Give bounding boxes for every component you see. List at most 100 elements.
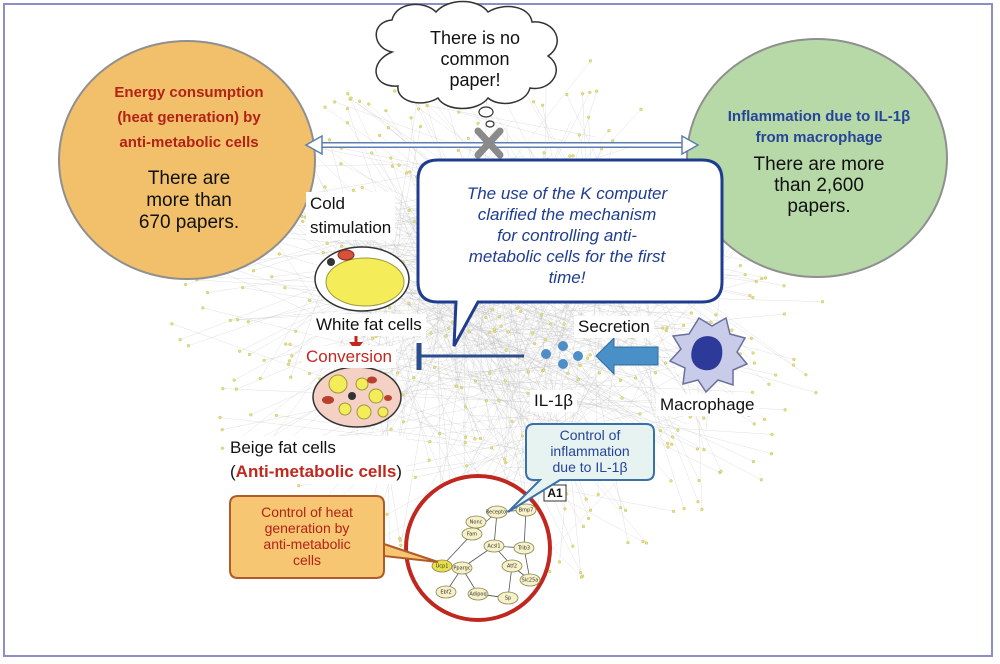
network-node: [682, 507, 686, 511]
network-node: [238, 349, 242, 353]
conversion-label: Conversion: [302, 346, 396, 368]
network-node: [360, 185, 364, 190]
inhibition-line: [416, 343, 524, 370]
network-node: [714, 313, 718, 317]
network-node: [340, 244, 344, 248]
network-node: [587, 115, 591, 119]
network-edge: [492, 475, 674, 512]
cloud-line: paper!: [449, 70, 501, 90]
energy-heading-line: (heat generation) by: [117, 109, 261, 126]
beige-label-line: Beige fat cells: [230, 438, 336, 457]
network-node: [294, 329, 298, 333]
network-node: [297, 484, 301, 488]
network-node: [249, 413, 253, 417]
energy-heading-line: anti-metabolic cells: [119, 134, 259, 151]
network-node: [220, 446, 224, 450]
network-node: [743, 273, 747, 277]
network-node: [170, 322, 174, 326]
network-node: [634, 376, 638, 380]
network-node: [586, 356, 590, 360]
network-edge: [348, 365, 697, 556]
network-node: [770, 432, 774, 436]
network-node: [333, 100, 337, 104]
network-node: [639, 107, 643, 111]
network-node: [578, 364, 582, 368]
network-node: [520, 434, 524, 438]
network-node: [506, 330, 510, 334]
network-node: [696, 500, 700, 504]
network-node: [463, 441, 467, 445]
network-node: [676, 428, 680, 432]
thought-cloud: [375, 0, 558, 128]
network-node: [581, 524, 585, 529]
callout-line: inflammation: [550, 443, 630, 459]
cold-label-line: stimulation: [310, 218, 392, 237]
network-node: [571, 154, 575, 158]
network-node: [405, 171, 409, 175]
inflammation-count-line: than 2,600: [774, 175, 864, 196]
network-node: [454, 384, 458, 388]
network-node: [407, 301, 411, 306]
zoom-node: [501, 559, 523, 573]
network-node: [661, 326, 665, 330]
network-node: [412, 376, 416, 380]
network-node: [397, 163, 401, 167]
zoom-node: [486, 505, 508, 519]
network-node: [283, 286, 287, 290]
speech-line: clarified the mechanism: [477, 205, 657, 224]
network-edge: [481, 310, 679, 431]
network-node: [388, 306, 392, 310]
network-node: [221, 387, 225, 391]
callout-line: anti-metabolic: [263, 536, 351, 552]
network-node: [624, 508, 628, 512]
network-node: [738, 264, 742, 268]
network-node: [549, 322, 553, 326]
network-node: [526, 391, 530, 395]
zoom-node-label: Bmp7: [519, 508, 534, 514]
zoom-node: [431, 559, 453, 573]
network-node: [386, 126, 390, 130]
network-node: [413, 475, 417, 479]
network-node: [228, 318, 232, 322]
speech-line: metabolic cells for the first: [468, 247, 666, 266]
network-node: [396, 371, 400, 375]
network-node: [308, 299, 312, 303]
network-node: [258, 376, 262, 380]
network-edge: [363, 390, 644, 542]
network-node: [270, 275, 274, 279]
network-edge: [370, 284, 450, 542]
network-node: [321, 251, 325, 255]
network-node: [638, 412, 642, 416]
network-node: [754, 280, 758, 284]
network-edge: [571, 230, 760, 396]
network-node: [339, 162, 343, 166]
network-edge: [437, 378, 753, 393]
network-node: [503, 379, 507, 383]
network-node: [390, 164, 394, 168]
secretion-arrow-icon: [595, 336, 659, 376]
network-node: [465, 464, 469, 468]
network-node: [581, 92, 585, 96]
network-node: [751, 460, 756, 464]
network-node: [751, 295, 755, 300]
network-node: [466, 136, 470, 140]
network-node: [409, 116, 413, 120]
network-node: [412, 219, 416, 223]
network-node: [220, 428, 224, 432]
zoom-node: [435, 585, 457, 599]
network-node: [542, 368, 546, 372]
network-node: [697, 478, 701, 483]
network-node: [539, 313, 544, 317]
energy-consumption-circle: Energy consumption (heat generation) by …: [58, 40, 316, 280]
network-node: [427, 458, 431, 462]
network-node: [579, 575, 583, 579]
network-node: [186, 344, 191, 348]
network-node: [488, 371, 492, 375]
zoom-node: [467, 587, 489, 601]
network-node: [752, 361, 756, 365]
network-node: [571, 544, 575, 548]
network-node: [484, 399, 488, 403]
network-node: [490, 446, 494, 450]
